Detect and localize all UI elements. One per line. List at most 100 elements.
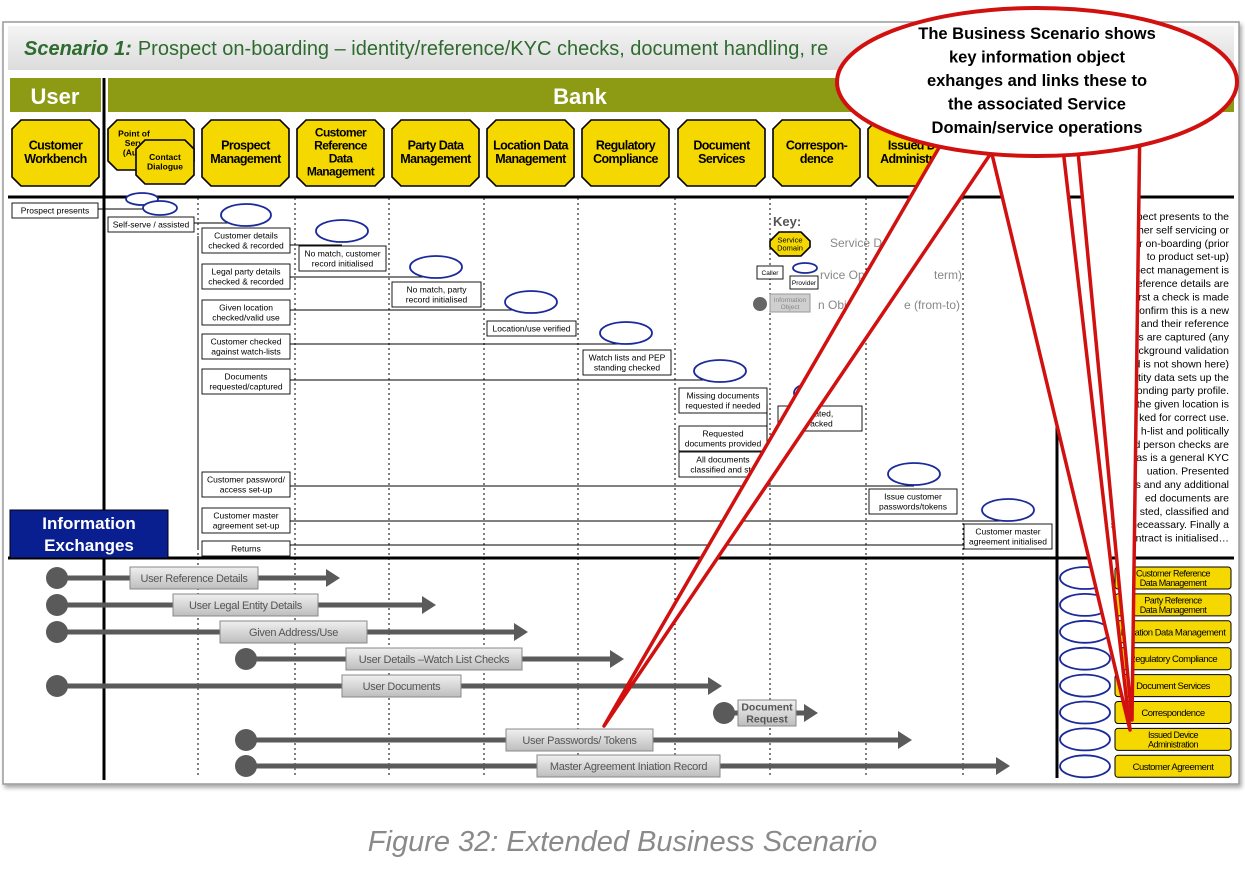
- description-line: mer and their reference: [1120, 318, 1229, 330]
- description-line: onfirm this is a new: [1139, 305, 1229, 317]
- legend-domain-label: Regulatory Compliance: [1129, 654, 1217, 665]
- info-exchanges-title-line: Information: [42, 514, 136, 533]
- legend-domain-box: [1114, 754, 1232, 778]
- description-line: ponding party profile.: [1131, 385, 1229, 397]
- step-prospect-presents: Prospect presents: [21, 205, 90, 215]
- step-prospect-management-line: Returns: [231, 543, 261, 553]
- legend-domain-box: [1114, 674, 1232, 698]
- legend-oval: [1059, 619, 1111, 644]
- info-exchange-label-box: [505, 728, 654, 752]
- info-exchange-origin-dot: [46, 621, 68, 643]
- info-exchange-label: User Details –Watch List Checks: [359, 654, 510, 666]
- service-domain-octagon: [486, 119, 575, 187]
- step-prospect-management-line: Documents: [225, 371, 268, 381]
- step-prospect-management-line: Legal party details: [212, 266, 281, 276]
- step-customer-record-box: [298, 245, 387, 272]
- service-op-oval: [220, 203, 272, 227]
- service-domain-label-line: Correspon-: [786, 139, 848, 153]
- service-op-oval: [887, 462, 941, 486]
- step-issue-passwords-line: Issue customer: [884, 491, 942, 501]
- contact-dialogue-octagon: [135, 139, 195, 185]
- description-line: d. Reference details are: [1118, 278, 1230, 290]
- key-provider-line: Provider: [792, 280, 817, 287]
- legend-domain-label: Document Services: [1136, 681, 1211, 692]
- figure-caption: Figure 32: Extended Business Scenario: [367, 826, 878, 858]
- step-customer-record-line: record initialised: [312, 258, 374, 268]
- callout-bubble-fill: [840, 11, 1234, 153]
- step-watch-list-checked-line: standing checked: [594, 362, 660, 372]
- legend-oval: [1059, 646, 1111, 671]
- info-exchange-arrow-head: [804, 704, 818, 722]
- description-line: entity data sets up the: [1126, 372, 1229, 384]
- info-exchange-label: Master Agreement Iniation Record: [550, 761, 708, 773]
- step-prospect-management-box: [201, 471, 291, 498]
- legend-domain-box: [1114, 701, 1232, 724]
- step-prospect-management-line: against watch-lists: [211, 346, 280, 356]
- user-lane-header: [10, 78, 101, 112]
- step-self-serve: Self-serve / assisted: [113, 219, 190, 229]
- service-domain-label-line: dence: [800, 152, 834, 166]
- key-info-object-range: e (from-to): [904, 298, 960, 312]
- service-op-oval: [315, 219, 369, 243]
- step-correspondence-line: erated,: [807, 408, 833, 418]
- step-self-serve-box: [107, 216, 195, 233]
- step-self-serve-line: Self-serve / assisted: [113, 219, 190, 229]
- scenario-text: Prospect on-boarding – identity/referenc…: [138, 38, 828, 60]
- legend-oval: [1059, 700, 1111, 725]
- user-lane-label: User: [31, 84, 80, 109]
- description-line: stor neceassary. Finally a: [1111, 519, 1229, 531]
- info-exchange-label: User Documents: [363, 681, 442, 693]
- key-service-domain-box: [769, 231, 811, 257]
- service-domain-label-line: Customer: [29, 139, 83, 153]
- info-exchange-label: User Reference Details: [140, 573, 248, 585]
- info-exchange-label-box: [536, 754, 721, 778]
- step-party-record-line: record initialised: [406, 294, 468, 304]
- service-op-oval: [504, 290, 558, 314]
- key-caller-box: [756, 265, 784, 280]
- legend-oval: [1059, 754, 1111, 779]
- service-domain-label-line: Party Data: [408, 139, 465, 153]
- callout-text-line: exhanges and links these to: [927, 72, 1147, 90]
- step-correspondence: erated,racked: [807, 408, 833, 428]
- info-exchange-label: User Legal Entity Details: [189, 600, 303, 612]
- info-exchange-label-box: [737, 699, 797, 727]
- scenario-label: Scenario 1:: [24, 38, 132, 60]
- info-exchange-label-box: [219, 620, 368, 644]
- service-domain-octagon: [677, 119, 766, 187]
- info-exchange-label-line: Document: [741, 702, 793, 714]
- key-info-object-box: [769, 293, 811, 313]
- description-line: as is a general KYC: [1136, 452, 1229, 464]
- info-exchange-origin-dot: [46, 594, 68, 616]
- info-exchange-arrow-head: [514, 623, 528, 641]
- step-documents-provided-line: Requested: [702, 428, 743, 438]
- scenario-description: prospect presents to the– either self se…: [1111, 211, 1230, 545]
- step-prospect-presents-box: [11, 202, 99, 219]
- callout-text-line: the associated Service: [948, 95, 1126, 113]
- step-location-verified-line: Location/use verified: [493, 323, 571, 333]
- info-exchange-arrow-head: [610, 650, 624, 668]
- service-domain-label-line: Document: [693, 139, 751, 153]
- step-prospect-management-line: Customer master: [213, 510, 278, 520]
- step-location-verified: Location/use verified: [493, 323, 571, 333]
- service-domain-label-line: Management: [400, 152, 472, 166]
- description-line: – either self servicing or: [1118, 224, 1229, 236]
- info-exchange-origin-dot: [235, 729, 257, 751]
- info-exchange-origin-dot: [235, 648, 257, 670]
- key-oval: [792, 262, 818, 274]
